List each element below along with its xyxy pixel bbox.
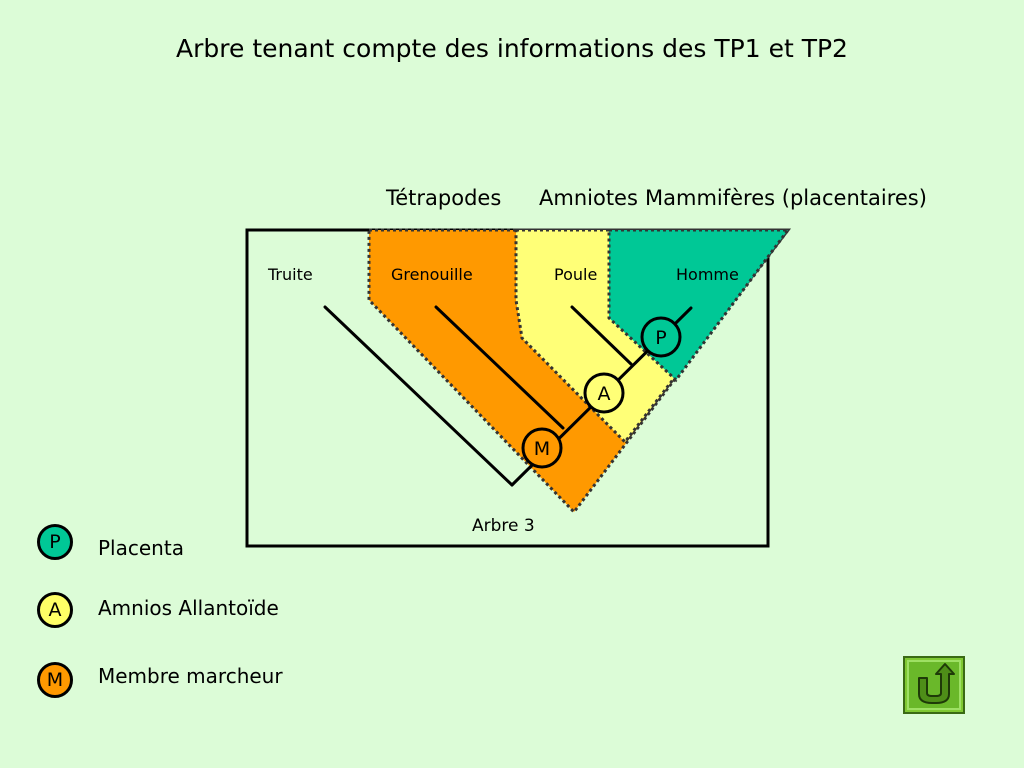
- return-button[interactable]: [903, 656, 965, 714]
- branch-grenouille: [434, 305, 565, 430]
- branch-poule: [570, 305, 633, 366]
- node-a-label: A: [598, 383, 611, 405]
- slide-title: Arbre tenant compte des informations des…: [176, 34, 848, 63]
- taxon-grenouille: Grenouille: [391, 265, 473, 284]
- tree-label: Arbre 3: [472, 516, 535, 536]
- group-label-tetrapodes: Tétrapodes: [386, 186, 502, 210]
- u-turn-arrow-icon: [907, 660, 961, 710]
- legend-badge-placenta: P: [37, 524, 73, 560]
- taxon-homme: Homme: [676, 265, 739, 284]
- group-label-amniotes: Amniotes: [539, 186, 638, 210]
- legend-label-placenta: Placenta: [98, 536, 184, 560]
- node-p-label: P: [655, 327, 666, 349]
- node-m-label: M: [534, 438, 550, 460]
- taxon-truite: Truite: [267, 265, 313, 284]
- legend-badge-membre: M: [37, 662, 73, 698]
- legend-label-amnios: Amnios Allantoïde: [98, 596, 279, 620]
- legend-badge-amnios: A: [37, 592, 73, 628]
- branch-truite: [323, 305, 514, 487]
- taxon-poule: Poule: [554, 265, 597, 284]
- node-m-marker: [521, 427, 563, 469]
- legend-label-membre: Membre marcheur: [98, 664, 283, 688]
- node-p-marker: [640, 316, 682, 358]
- node-a-marker: [583, 372, 625, 414]
- group-label-mammiferes: Mammifères (placentaires): [645, 186, 927, 210]
